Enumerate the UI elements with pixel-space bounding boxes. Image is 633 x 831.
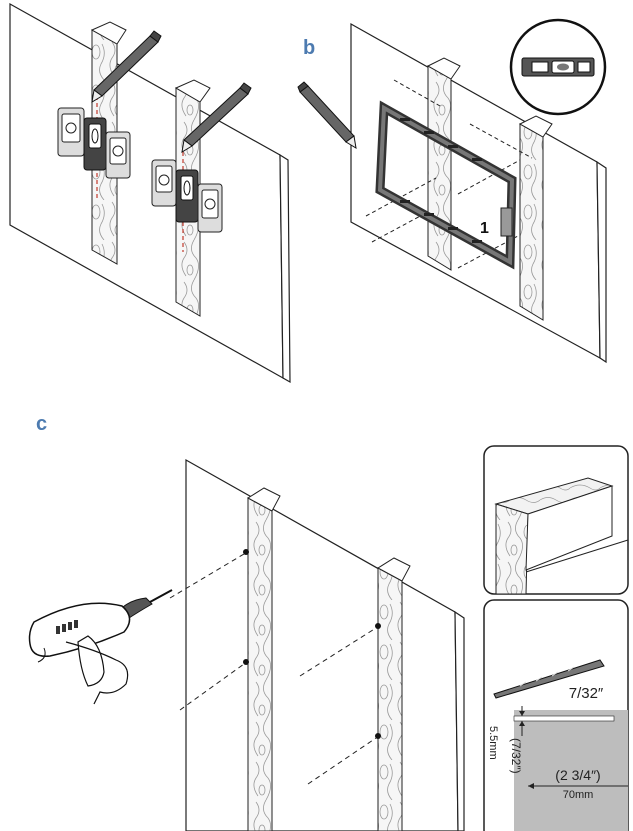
drill-bit-icon xyxy=(493,659,605,699)
panel-a: a xyxy=(9,2,291,384)
wall-panel-c xyxy=(185,458,459,831)
hole-depth-mm: 70mm xyxy=(563,789,594,801)
step-label-c: c xyxy=(36,413,47,435)
wood-stud-icon xyxy=(494,477,629,595)
stud-finder-icon xyxy=(151,159,223,233)
pencil-icon xyxy=(91,30,162,103)
wall-stud-b2 xyxy=(518,115,553,321)
pencil-icon xyxy=(297,81,357,149)
pilot-holes xyxy=(243,549,381,739)
hole-depth-in: (2 3/4″) xyxy=(555,767,600,783)
panel-b: b xyxy=(297,18,607,364)
pencil-icon xyxy=(181,82,252,153)
hole-diameter-mm: 5.5mm xyxy=(487,726,499,760)
stud-finder-icon xyxy=(57,107,131,179)
wood-stud-inset xyxy=(483,445,629,595)
drill-icon xyxy=(28,589,173,705)
bit-size-label: 7/32″ xyxy=(569,685,604,702)
hole-diameter-in: (7/32″) xyxy=(509,738,523,774)
wall-panel-a xyxy=(9,2,284,380)
step-label-b: b xyxy=(303,37,315,59)
bracket-number-label: 1 xyxy=(480,220,489,237)
wall-stud-c2 xyxy=(377,557,411,831)
drill-spec-inset: 7/32″ (7/32″) 5.5mm (2 3/4″) 70mm xyxy=(483,599,629,831)
bubble-level-icon xyxy=(509,18,607,116)
wall-bracket xyxy=(375,100,517,270)
panel-c: c xyxy=(28,413,629,831)
wall-stud-c1 xyxy=(247,487,281,831)
